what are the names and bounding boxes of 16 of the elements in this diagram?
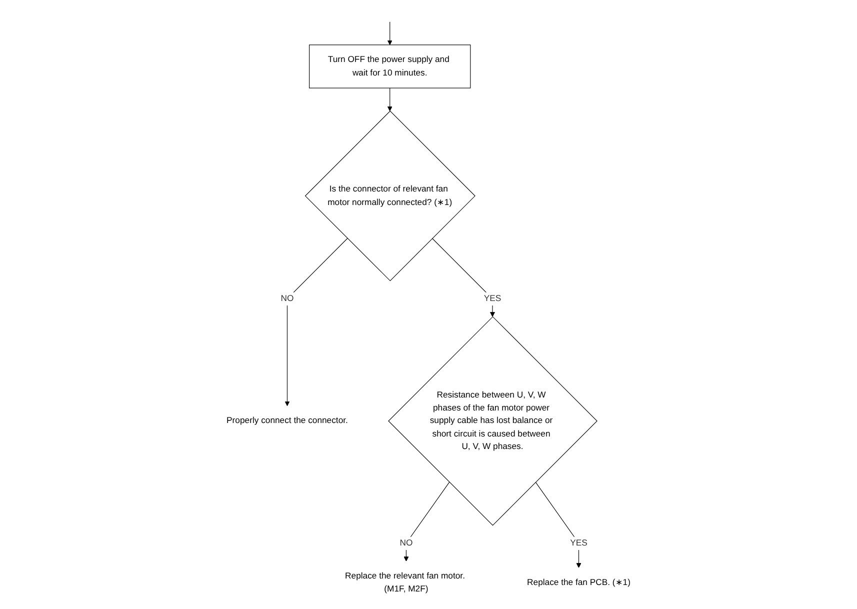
arrow <box>432 238 495 317</box>
arrow <box>387 88 392 112</box>
node-diamond: Is the connector of relevant fan motor normally connected? (∗1) <box>304 110 476 282</box>
edge-label: YES <box>570 538 588 548</box>
edge-label: NO <box>280 293 294 304</box>
edge-label: NO <box>400 538 413 548</box>
node-text: Replace the fan PCB. (∗1) <box>527 578 630 588</box>
arrow <box>284 238 348 406</box>
node-diamond: Resistance between U, V, W phases of the fan motor power supply cable has lost balance or short circuit is caused between U, V, W phases. <box>388 316 598 526</box>
edge-label: YES <box>484 293 502 304</box>
node-box: Turn OFF the power supply and wait for 10 minutes. <box>309 44 471 88</box>
node-text: Properly connect the connector. <box>226 416 348 426</box>
arrow <box>535 482 582 568</box>
arrow <box>404 482 450 562</box>
arrow <box>387 22 392 46</box>
node-text: Replace the relevant fan motor. (M1F, M2F) <box>345 571 465 594</box>
